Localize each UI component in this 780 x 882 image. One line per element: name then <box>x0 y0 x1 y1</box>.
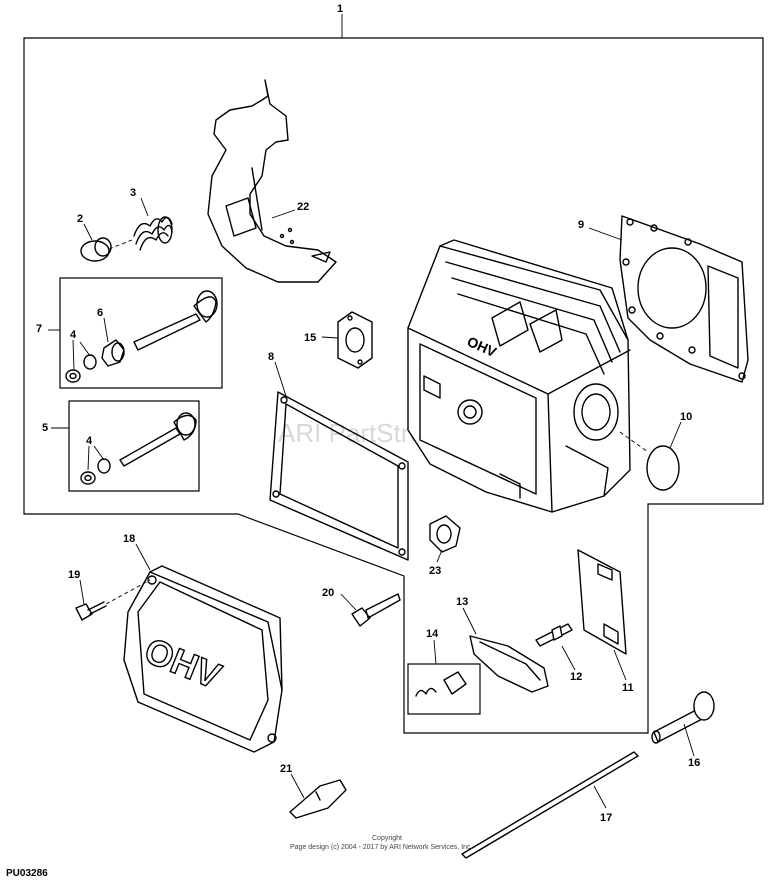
bracket-part-21[interactable] <box>289 779 347 819</box>
valve-cap-part-2[interactable] <box>80 237 112 262</box>
air-deflector-part-22[interactable] <box>207 79 337 283</box>
tappet-part-16[interactable] <box>651 691 715 744</box>
callout-6: 6 <box>97 307 103 319</box>
copyright-line-1: Copyright <box>372 835 402 842</box>
callout-23: 23 <box>429 565 441 577</box>
breather-valve-part-14[interactable] <box>415 671 467 697</box>
gasket-part-23[interactable] <box>429 515 461 553</box>
callouts: 1 2 3 22 9 6 7 4 15 8 10 5 4 18 23 19 20… <box>36 3 700 824</box>
head-gasket-part-9[interactable] <box>619 215 749 383</box>
group-box-14 <box>407 663 481 715</box>
callout-16: 16 <box>688 757 700 769</box>
callout-1: 1 <box>337 3 343 15</box>
breather-reed-part-13[interactable] <box>469 635 549 693</box>
valve-seal-part-6[interactable] <box>101 339 125 367</box>
callout-8: 8 <box>268 351 274 363</box>
cylinder-head-assembly[interactable]: OHV <box>407 239 631 513</box>
screw-part-19[interactable] <box>75 601 107 621</box>
valve-keeper-part-4b[interactable] <box>80 458 111 485</box>
callout-18: 18 <box>123 533 135 545</box>
callout-15: 15 <box>304 332 316 344</box>
breather-cover-part-11[interactable] <box>577 549 627 655</box>
callout-21: 21 <box>280 763 292 775</box>
diagram-id: PU03286 <box>6 868 48 879</box>
callout-5: 5 <box>42 422 48 434</box>
callout-4a: 4 <box>70 329 77 341</box>
callout-9: 9 <box>578 219 584 231</box>
callout-2: 2 <box>77 213 83 225</box>
callout-19: 19 <box>68 569 80 581</box>
valve-spring-part-3[interactable] <box>133 216 173 251</box>
callout-7: 7 <box>36 323 42 335</box>
callout-11: 11 <box>622 682 634 694</box>
valve-cover-part-18[interactable]: OHV <box>123 565 283 753</box>
valve-keeper-part-4a[interactable] <box>65 354 97 383</box>
stud-part-12[interactable] <box>535 623 573 647</box>
assembly-frame-1 <box>23 37 764 734</box>
callout-22: 22 <box>297 201 309 213</box>
callout-13: 13 <box>456 596 468 608</box>
callout-14: 14 <box>426 628 439 640</box>
copyright-line-2: Page design (c) 2004 - 2017 by ARI Netwo… <box>290 844 473 851</box>
callout-10: 10 <box>680 411 692 423</box>
callout-3: 3 <box>130 187 136 199</box>
group-box-5 <box>68 400 200 492</box>
callout-17: 17 <box>600 812 612 824</box>
exhaust-valve-part-5[interactable] <box>119 412 197 467</box>
intake-valve-part-7[interactable] <box>133 290 218 351</box>
callout-20: 20 <box>322 587 334 599</box>
callout-12: 12 <box>570 671 582 683</box>
group-box-7 <box>59 277 223 389</box>
valve-cover-gasket-part-8[interactable] <box>269 391 409 561</box>
o-ring-part-10[interactable] <box>646 445 680 491</box>
intake-gasket-part-15[interactable] <box>337 311 373 369</box>
callout-4b: 4 <box>86 435 93 447</box>
push-rod-part-17[interactable] <box>461 751 639 859</box>
bolt-part-20[interactable] <box>351 593 401 627</box>
leader-lines <box>48 14 695 809</box>
